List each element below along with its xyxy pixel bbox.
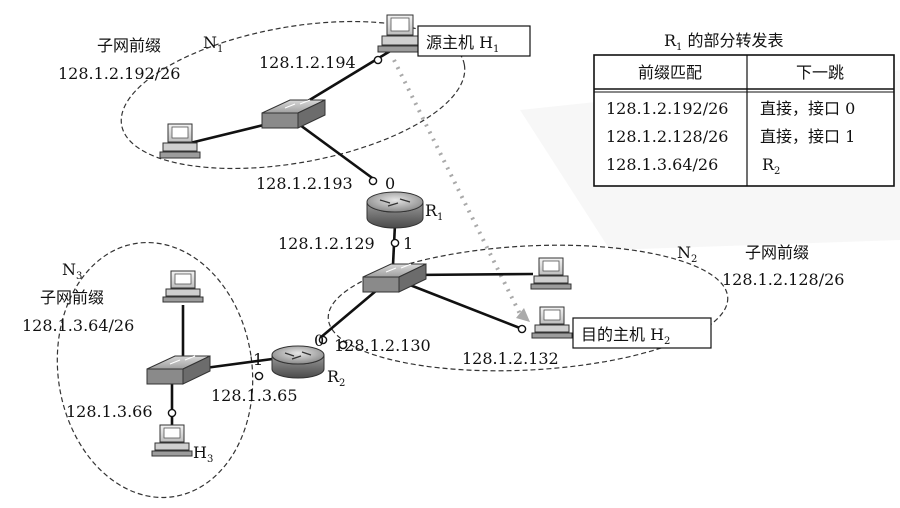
if-dot-r1-0 — [368, 176, 378, 186]
host-h3-computer — [151, 424, 193, 457]
link-sw2-pc2 — [409, 272, 534, 277]
table-row-1-prefix: 128.1.2.192/26 — [606, 99, 728, 118]
host-n3-computer — [162, 270, 204, 303]
subnet-n1-prefix: 128.1.2.192/26 — [58, 64, 180, 83]
table-row-3-prefix: 128.1.3.64/26 — [606, 155, 718, 174]
h3-ip-label: 128.1.3.66 — [66, 402, 153, 421]
table-row-2-prefix: 128.1.2.128/26 — [606, 127, 728, 146]
switch-n3 — [146, 355, 211, 385]
packet-path-arrowhead — [516, 308, 530, 322]
r2-if0-ip-label: 128.1.2.130 — [334, 336, 431, 355]
switch-n1 — [261, 99, 326, 129]
if-dot-r2-1 — [254, 371, 264, 381]
host-n1-computer — [159, 123, 201, 159]
link-sw1-r1 — [299, 123, 376, 182]
router-r2-label: R2 — [327, 367, 345, 389]
host-h2-computer — [531, 306, 573, 339]
if-dot-sw2-r2 — [338, 340, 348, 350]
r2-if1-ip-label: 128.1.3.65 — [211, 386, 298, 405]
router-r1 — [366, 191, 424, 229]
subnet-n2-prefix: 128.1.2.128/26 — [722, 270, 844, 289]
switch-n2 — [362, 263, 427, 293]
if-dot-r1-1 — [390, 238, 400, 248]
h2-ip-label: 128.1.2.132 — [462, 349, 559, 368]
if-dot-h1 — [373, 55, 383, 65]
host-h1-computer — [377, 14, 423, 53]
subnet-n3-prefix: 128.1.3.64/26 — [22, 316, 134, 335]
table-row-3-next: R2 — [762, 155, 780, 177]
r2-if0-num-label: 0 — [314, 331, 324, 350]
subnet-n1-name: N1 — [203, 33, 223, 55]
link-r2-sw3 — [204, 356, 281, 370]
table-header-prefix: 前缀匹配 — [638, 63, 702, 82]
r1-if1-num-label: 1 — [403, 234, 413, 253]
router-r2 — [271, 345, 325, 379]
subnet-n2-label: 子网前缀 — [745, 243, 809, 262]
r2-if1-num-label: 1 — [253, 350, 263, 369]
subnet-n1-label: 子网前缀 — [97, 36, 161, 55]
if-dot-r2-0 — [318, 335, 328, 345]
subnet-n3-name: N3 — [62, 260, 82, 282]
r1-if1-ip-label: 128.1.2.129 — [278, 234, 375, 253]
if-dot-h2 — [517, 324, 527, 334]
links — [170, 48, 534, 425]
host-h3-label: H3 — [193, 443, 213, 465]
host-h2-label-box — [572, 317, 712, 349]
subnet-n2-name: N2 — [677, 243, 697, 265]
host-h2-label: 目的主机 H2 — [581, 325, 670, 347]
forwarding-table-title: R1 的部分转发表 — [664, 31, 784, 53]
r1-if0-num-label: 0 — [385, 174, 395, 193]
h1-ip-label: 128.1.2.194 — [259, 53, 356, 72]
subnet-n3-ellipse — [56, 241, 254, 499]
host-n2-computer — [530, 257, 572, 290]
host-h1-label: 源主机 H1 — [426, 33, 499, 55]
link-sw2-r2 — [319, 289, 378, 339]
subnet-n3-label: 子网前缀 — [40, 288, 104, 307]
subnet-n2-ellipse — [327, 244, 729, 372]
table-row-1-next: 直接，接口 0 — [760, 99, 855, 118]
table-row-2-next: 直接，接口 1 — [760, 127, 855, 146]
if-dot-h3 — [167, 408, 177, 418]
interface-dots — [167, 55, 527, 418]
forwarding-table: 前缀匹配 下一跳 128.1.2.192/26 直接，接口 0 128.1.2.… — [593, 54, 895, 187]
host-h1-label-box — [417, 25, 531, 57]
r1-if0-ip-label: 128.1.2.193 — [256, 174, 353, 193]
table-header-nexthop: 下一跳 — [796, 63, 844, 82]
link-sw2-h2 — [409, 283, 526, 332]
subnet-n1-ellipse — [120, 20, 466, 170]
router-r1-label: R1 — [425, 201, 443, 223]
